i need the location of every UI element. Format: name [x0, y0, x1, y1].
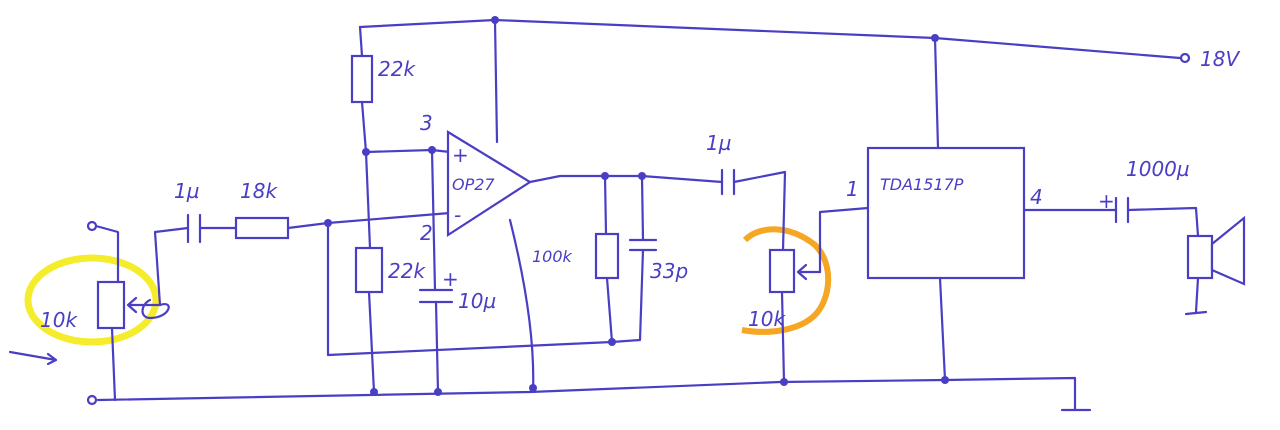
- speaker-return-wire: [1184, 276, 1208, 316]
- wiper-to-cap-wire: [153, 226, 190, 307]
- input-cap: [186, 213, 202, 244]
- junction: [370, 388, 378, 396]
- volume-pot-wiper: [796, 263, 822, 281]
- bias-cap-wire-bottom: [434, 300, 440, 394]
- bias-r-bottom-label: 22k: [388, 259, 426, 283]
- opamp-ground-wire: [508, 218, 535, 394]
- amp-tda1517p: [866, 146, 1026, 280]
- junction: [608, 338, 616, 346]
- bias-mid-wire: [360, 100, 372, 250]
- junction: [434, 388, 442, 396]
- opamp-plus: +: [452, 143, 469, 167]
- bias-r-top-label: 22k: [378, 57, 416, 81]
- filter-resistor: [594, 232, 620, 280]
- input-terminal: [86, 220, 98, 232]
- opamp-supply-wire: [493, 18, 499, 144]
- input-pot: [96, 280, 126, 330]
- coupling-cap-label: 1µ: [706, 131, 731, 155]
- filter-cap: [628, 238, 658, 252]
- supply-label: 18V: [1200, 47, 1240, 71]
- junction: [362, 148, 370, 156]
- bias-cap: [418, 288, 454, 304]
- filter-res-label: 100k: [532, 247, 573, 266]
- junction: [780, 378, 788, 386]
- input-res-label: 18k: [240, 179, 278, 203]
- opamp-op27: [446, 130, 533, 238]
- input-pot-highlight: [24, 254, 160, 346]
- input-pot-wiper-loop: [141, 298, 170, 320]
- junction: [931, 34, 939, 42]
- speaker-coil: [1186, 234, 1214, 280]
- junction: [491, 16, 499, 24]
- output-cap-label: 1000µ: [1126, 157, 1190, 181]
- cap-to-speaker-wire: [1126, 206, 1200, 238]
- ground-terminal: [86, 394, 98, 406]
- opamp-pin3: 3: [420, 111, 433, 135]
- coupling-cap: [720, 168, 736, 196]
- filter-res-bottom-wire: [605, 276, 614, 344]
- amp-supply-wire: [933, 36, 940, 150]
- opamp-pin2: 2: [420, 221, 433, 245]
- bias-cap-label: 10µ: [458, 289, 496, 313]
- amp-ground-wire: [938, 276, 947, 382]
- input-resistor: [234, 216, 290, 240]
- volume-pot: [768, 248, 796, 294]
- amp-pin-in: 1: [846, 177, 859, 201]
- input-arrow: [8, 350, 58, 366]
- output-cap: [1114, 196, 1130, 224]
- opamp-name: OP27: [452, 175, 495, 194]
- bias-cap-plus: +: [442, 267, 459, 291]
- filter-res-wire: [603, 174, 608, 236]
- junction: [941, 376, 949, 384]
- input-wire: [94, 224, 120, 284]
- amp-pin-out: 4: [1030, 185, 1043, 209]
- input-pot-label: 10k: [40, 308, 78, 332]
- filter-cap-label: 33p: [650, 259, 688, 283]
- bias-cap-wire-top: [430, 148, 437, 292]
- ground-rail: [96, 376, 1077, 412]
- supply-rail: [358, 18, 1182, 60]
- bias-bottom-wire: [367, 290, 376, 394]
- opamp-out-wire: [528, 174, 724, 184]
- bias-top-wire: [358, 25, 364, 58]
- wiper-to-amp-wire: [818, 206, 870, 274]
- volume-pot-label: 10k: [748, 307, 786, 331]
- input-pot-ground-wire: [110, 326, 117, 402]
- bias-to-plus-wire: [364, 148, 452, 154]
- feedback-wire: [326, 221, 614, 357]
- coupling-to-pot-wire: [732, 170, 787, 252]
- input-cap-label: 1µ: [174, 179, 199, 203]
- supply-terminal: [1179, 52, 1191, 64]
- volume-pot-ground-wire: [780, 290, 786, 384]
- bias-resistor-bottom: [354, 246, 384, 294]
- filter-cap-wire: [640, 174, 645, 242]
- bias-resistor-top: [350, 54, 374, 104]
- speaker-cone: [1210, 215, 1246, 286]
- output-cap-plus: +: [1098, 189, 1115, 213]
- opamp-minus: -: [454, 203, 461, 227]
- filter-cap-bottom-wire: [610, 248, 645, 344]
- junction: [529, 384, 537, 392]
- volume-pot-highlight: [741, 226, 832, 335]
- amp-name: TDA1517P: [880, 175, 964, 194]
